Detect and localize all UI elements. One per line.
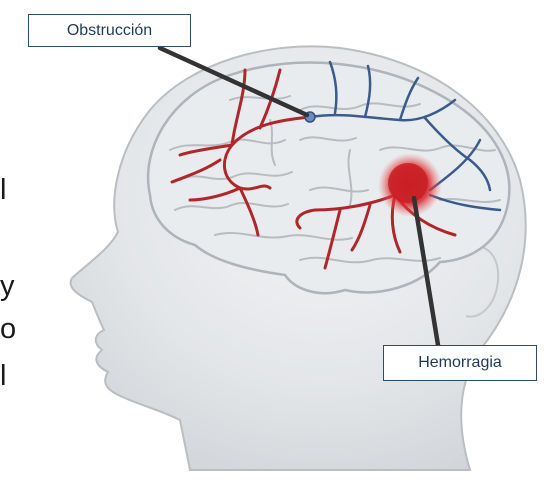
hemorrhage-area (378, 153, 442, 217)
hemorrhage-label: Hemorragia (383, 345, 537, 381)
obstruction-label: Obstrucción (28, 14, 191, 47)
